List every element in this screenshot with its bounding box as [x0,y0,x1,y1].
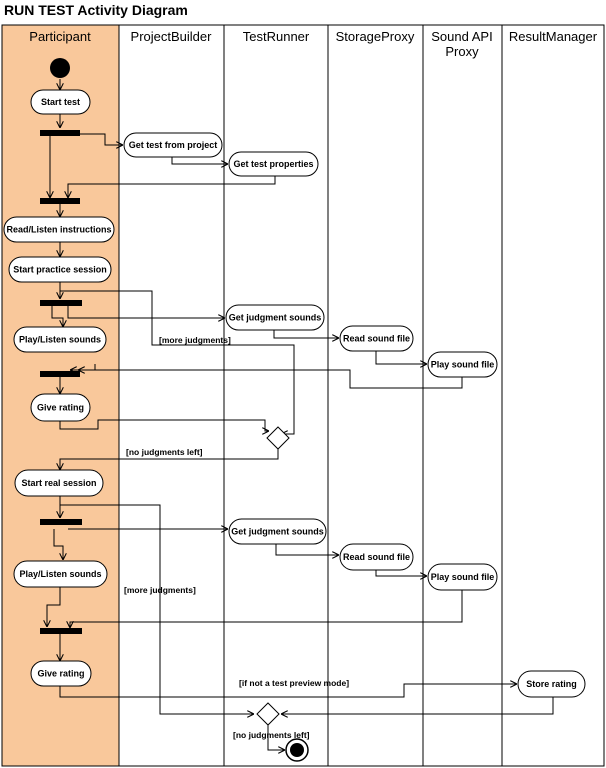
guard-no-judgments-left-1: [no judgments left] [126,447,203,457]
initial-node [50,58,70,78]
svg-text:Play sound file: Play sound file [431,360,495,370]
lane-label-participant: Participant [29,29,91,44]
join-bar-2 [40,371,80,377]
final-node-dot [290,743,304,757]
svg-text:Read sound file: Read sound file [343,552,410,562]
join-bar-3 [40,628,82,634]
lane-labels: Participant ProjectBuilder TestRunner St… [29,29,597,59]
action-read-sound-file-2: Read sound file [339,543,414,571]
action-read-sound-file-1: Read sound file [339,325,414,352]
fork-bar-1 [40,130,80,136]
svg-text:Play/Listen sounds: Play/Listen sounds [19,335,101,345]
lane-label-sound-api-proxy-line1: Sound API [431,29,492,44]
action-play-sound-file-2: Play sound file [427,563,498,591]
svg-text:Store rating: Store rating [526,679,577,689]
action-play-sound-file-1: Play sound file [427,351,498,378]
diagram-title: RUN TEST Activity Diagram [4,2,188,18]
svg-text:Give rating: Give rating [37,669,84,679]
lane-label-result-manager: ResultManager [509,29,598,44]
svg-text:Get test properties: Get test properties [233,159,313,169]
svg-text:Get test from project: Get test from project [129,140,218,150]
action-give-rating-2: Give rating [30,660,92,687]
edges [47,79,554,750]
action-read-listen-instructions: Read/Listen instructions [3,216,115,243]
swimlanes [1,24,605,767]
lane-label-sound-api-proxy-line2: Proxy [445,44,479,59]
action-store-rating: Store rating [517,670,586,698]
svg-text:Read sound file: Read sound file [343,334,410,344]
svg-text:Read/Listen instructions: Read/Listen instructions [6,225,111,235]
lane-label-project-builder: ProjectBuilder [131,29,213,44]
guard-labels: [more judgments] [no judgments left] [mo… [124,335,349,740]
lane-label-test-runner: TestRunner [243,29,310,44]
join-bar-1 [40,198,80,204]
action-get-test-from-project: Get test from project [123,132,223,158]
action-get-test-properties: Get test properties [228,151,319,177]
action-play-listen-sounds-2: Play/Listen sounds [13,560,108,588]
svg-text:Start test: Start test [41,97,80,107]
action-get-judgment-sounds-2: Get judgment sounds [228,518,327,545]
fork-bar-2 [40,300,82,306]
result-manager-lane [501,24,605,767]
action-give-rating-1: Give rating [30,393,91,422]
decision-diamond-1 [266,426,290,450]
storage-proxy-lane [327,24,424,767]
action-get-judgment-sounds-1: Get judgment sounds [225,304,325,331]
test-runner-lane [223,24,329,767]
svg-text:Start real session: Start real session [21,478,96,488]
svg-text:Get judgment sounds: Get judgment sounds [231,527,324,537]
action-play-listen-sounds-1: Play/Listen sounds [13,326,107,353]
guard-more-judgments-2: [more judgments] [124,585,196,595]
control-nodes [40,58,309,762]
guard-more-judgments-1: [more judgments] [159,335,231,345]
svg-text:Get judgment sounds: Get judgment sounds [229,313,322,323]
sound-api-proxy-lane [422,24,503,767]
action-start-practice-session: Start practice session [8,256,112,283]
guard-no-judgments-left-2: [no judgments left] [233,730,310,740]
svg-text:Play/Listen sounds: Play/Listen sounds [19,569,101,579]
fork-bar-3 [40,519,82,525]
lane-label-storage-proxy: StorageProxy [336,29,415,44]
action-start-real-session: Start real session [14,469,104,497]
svg-text:Start practice session: Start practice session [13,265,107,275]
decision-diamond-2 [256,702,280,726]
guard-if-not-preview: [if not a test preview mode] [239,678,349,688]
svg-text:Play sound file: Play sound file [431,572,495,582]
svg-text:Give rating: Give rating [37,403,84,413]
action-start-test: Start test [30,89,91,115]
